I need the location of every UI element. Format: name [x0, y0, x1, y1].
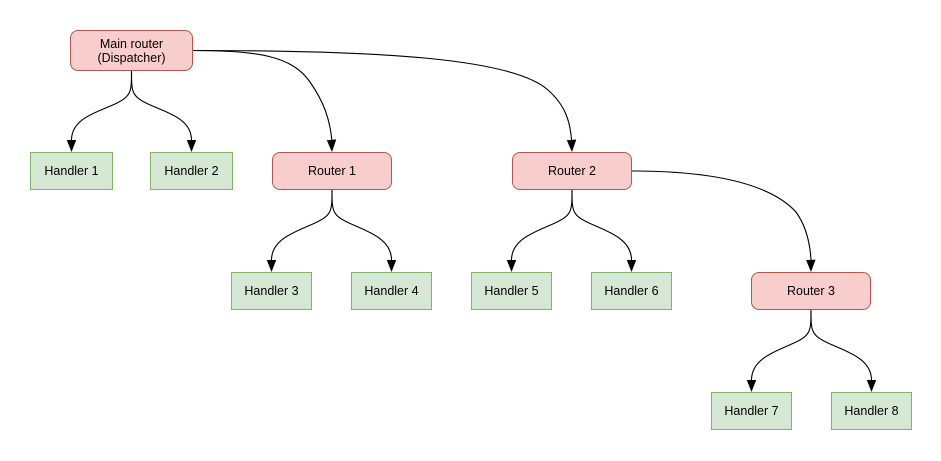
node-handler-3[interactable]: Handler 3 — [231, 272, 312, 310]
node-router-2[interactable]: Router 2 — [512, 152, 632, 190]
edge-router-1-to-handler-4 — [331, 189, 397, 272]
edge-main-router-to-handler-2 — [130, 70, 197, 152]
node-handler-4[interactable]: Handler 4 — [351, 272, 432, 310]
node-handler-8[interactable]: Handler 8 — [831, 392, 912, 430]
edge-router-2-to-router-3 — [631, 170, 816, 272]
edge-router-3-to-handler-7 — [746, 309, 812, 392]
node-handler-5[interactable]: Handler 5 — [471, 272, 552, 310]
node-handler-1[interactable]: Handler 1 — [30, 152, 113, 190]
edge-main-router-to-router-1 — [192, 49, 337, 152]
node-handler-2[interactable]: Handler 2 — [150, 152, 233, 190]
node-router-1[interactable]: Router 1 — [272, 152, 392, 190]
node-handler-6[interactable]: Handler 6 — [591, 272, 672, 310]
node-router-3[interactable]: Router 3 — [751, 272, 871, 310]
edge-main-router-to-router-2 — [192, 49, 577, 152]
node-main-router[interactable]: Main router (Dispatcher) — [70, 30, 193, 71]
edge-router-2-to-handler-6 — [571, 189, 637, 272]
node-handler-7[interactable]: Handler 7 — [711, 392, 792, 430]
edge-main-router-to-handler-1 — [66, 70, 133, 152]
edge-router-1-to-handler-3 — [266, 189, 333, 272]
edge-router-2-to-handler-5 — [506, 189, 573, 272]
edge-router-3-to-handler-8 — [810, 309, 877, 392]
